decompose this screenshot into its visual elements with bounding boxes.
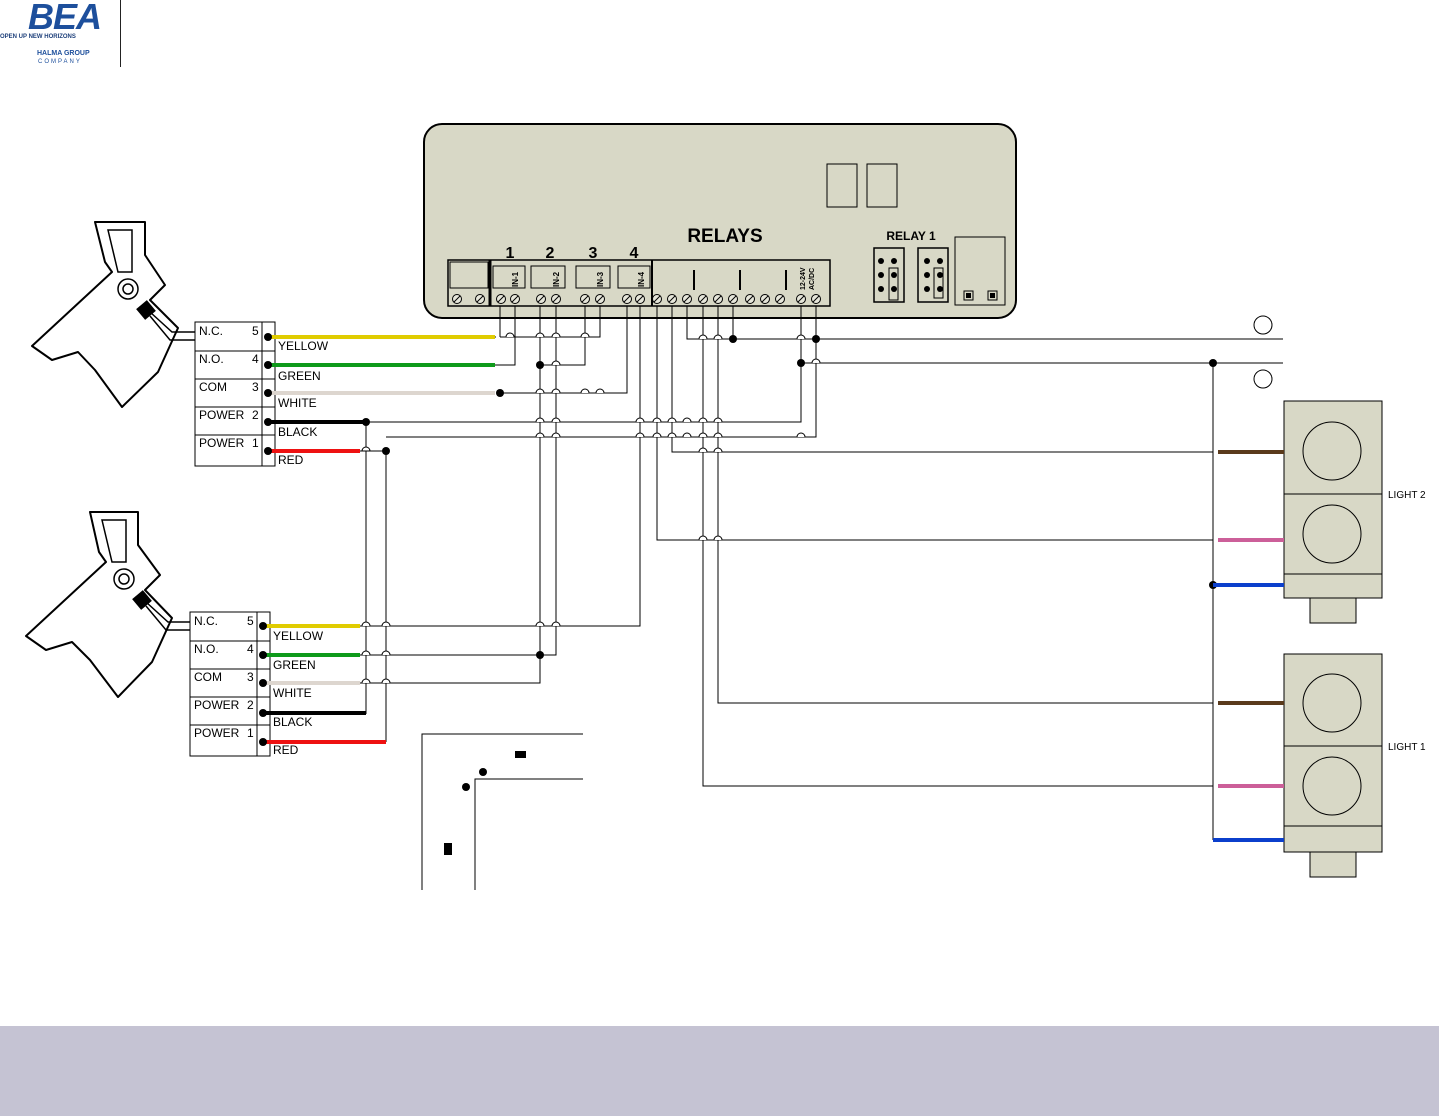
top-pin-4: 4: [252, 352, 259, 366]
top-pin-3: 3: [252, 380, 259, 394]
input-label-1: IN-1: [511, 271, 520, 287]
logo-tagline: OPEN UP NEW HORIZONS: [0, 34, 76, 40]
relay1-jumper-a: [873, 247, 905, 303]
terminal-circle-2: [1253, 369, 1273, 389]
bottom-row-no: N.O.: [194, 642, 219, 656]
top-row-power1: POWER: [199, 436, 245, 450]
bottom-pin-3: 3: [247, 670, 254, 684]
display-digit-1: [826, 163, 858, 208]
sensor-bottom-connector: N.C. N.O. COM POWER POWER 5 4 3 2 1: [189, 611, 271, 757]
bottom-wire-white: WHITE: [273, 686, 312, 700]
channel-number-4: 4: [630, 245, 639, 262]
terminal-strip: [447, 259, 831, 307]
light1-label: LIGHT 1: [1388, 742, 1426, 753]
sensor-top-wires: YELLOW GREEN WHITE BLACK RED: [264, 333, 495, 467]
logo-divider: [120, 0, 121, 67]
terminal-circle-1: [1253, 315, 1273, 335]
top-row-nc: N.C.: [199, 324, 223, 338]
bottom-row-nc: N.C.: [194, 614, 218, 628]
relay1-label: RELAY 1: [886, 229, 936, 243]
top-wire-white: WHITE: [278, 396, 317, 410]
light1-upper-lamp: [1302, 673, 1362, 733]
light-2: LIGHT 2: [1213, 400, 1426, 624]
light2-label: LIGHT 2: [1388, 490, 1426, 501]
bottom-pin-2: 2: [247, 698, 254, 712]
light2-upper-lamp: [1302, 421, 1362, 481]
bottom-row-power2: POWER: [194, 698, 240, 712]
bottom-wire-red: RED: [273, 743, 299, 757]
sensor-bottom-body: [25, 511, 190, 698]
logo-brand: BEA: [28, 0, 102, 37]
relays-title: RELAYS: [687, 226, 762, 247]
bottom-pin-5: 5: [247, 614, 254, 628]
junction-dots: [362, 335, 1217, 855]
bottom-wire-black: BLACK: [273, 715, 312, 729]
input-label-2: IN-2: [552, 271, 561, 287]
bea-logo: BEA OPEN UP NEW HORIZONS HALMA GROUP COM…: [0, 0, 125, 70]
channel-number-2: 2: [546, 245, 555, 262]
relay-controller: RELAYS RELAY 1 1 2 3 4 IN-1 IN-2 IN-3 IN…: [423, 123, 1017, 319]
top-wire-black: BLACK: [278, 425, 317, 439]
sensor-top-connector: N.C. N.O. COM POWER POWER 5 4 3 2 1: [194, 321, 276, 467]
top-row-power2: POWER: [199, 408, 245, 422]
top-wire-red: RED: [278, 453, 304, 467]
top-pin-2: 2: [252, 408, 259, 422]
control-wiring: [360, 306, 1283, 890]
light2-lower-lamp: [1302, 504, 1362, 564]
footer-band: [0, 1026, 1439, 1116]
light2-mount: [1309, 597, 1357, 624]
bottom-pin-4: 4: [247, 642, 254, 656]
top-row-com: COM: [199, 380, 227, 394]
bottom-wire-yellow: YELLOW: [273, 629, 324, 643]
bottom-row-power1: POWER: [194, 726, 240, 740]
channel-number-3: 3: [589, 245, 598, 262]
top-pin-1: 1: [252, 436, 259, 450]
input-label-3: IN-3: [596, 271, 605, 287]
channel-number-1: 1: [506, 245, 515, 262]
top-row-no: N.O.: [199, 352, 224, 366]
power-label-1: 12-24V: [800, 267, 807, 290]
light-1: LIGHT 1: [1213, 653, 1426, 878]
bottom-row-com: COM: [194, 670, 222, 684]
top-wire-green: GREEN: [278, 369, 321, 383]
light1-lower-lamp: [1302, 756, 1362, 816]
logo-group: HALMA GROUP: [37, 50, 90, 57]
sensor-top-body: [31, 221, 195, 408]
dip-switch-block: [954, 236, 1006, 306]
wire-crossover-hops: [361, 332, 821, 684]
top-wire-yellow: YELLOW: [278, 339, 329, 353]
input-label-4: IN-4: [637, 271, 646, 287]
display-digit-2: [866, 163, 898, 208]
sensor-bottom-wires: YELLOW GREEN WHITE BLACK RED: [259, 622, 386, 757]
bottom-wire-green: GREEN: [273, 658, 316, 672]
relay1-jumper-b: [917, 247, 949, 303]
light1-mount: [1309, 851, 1357, 878]
bottom-pin-1: 1: [247, 726, 254, 740]
logo-company: COMPANY: [38, 59, 82, 65]
top-pin-5: 5: [252, 324, 259, 338]
power-label-2: AC/DC: [809, 268, 816, 290]
